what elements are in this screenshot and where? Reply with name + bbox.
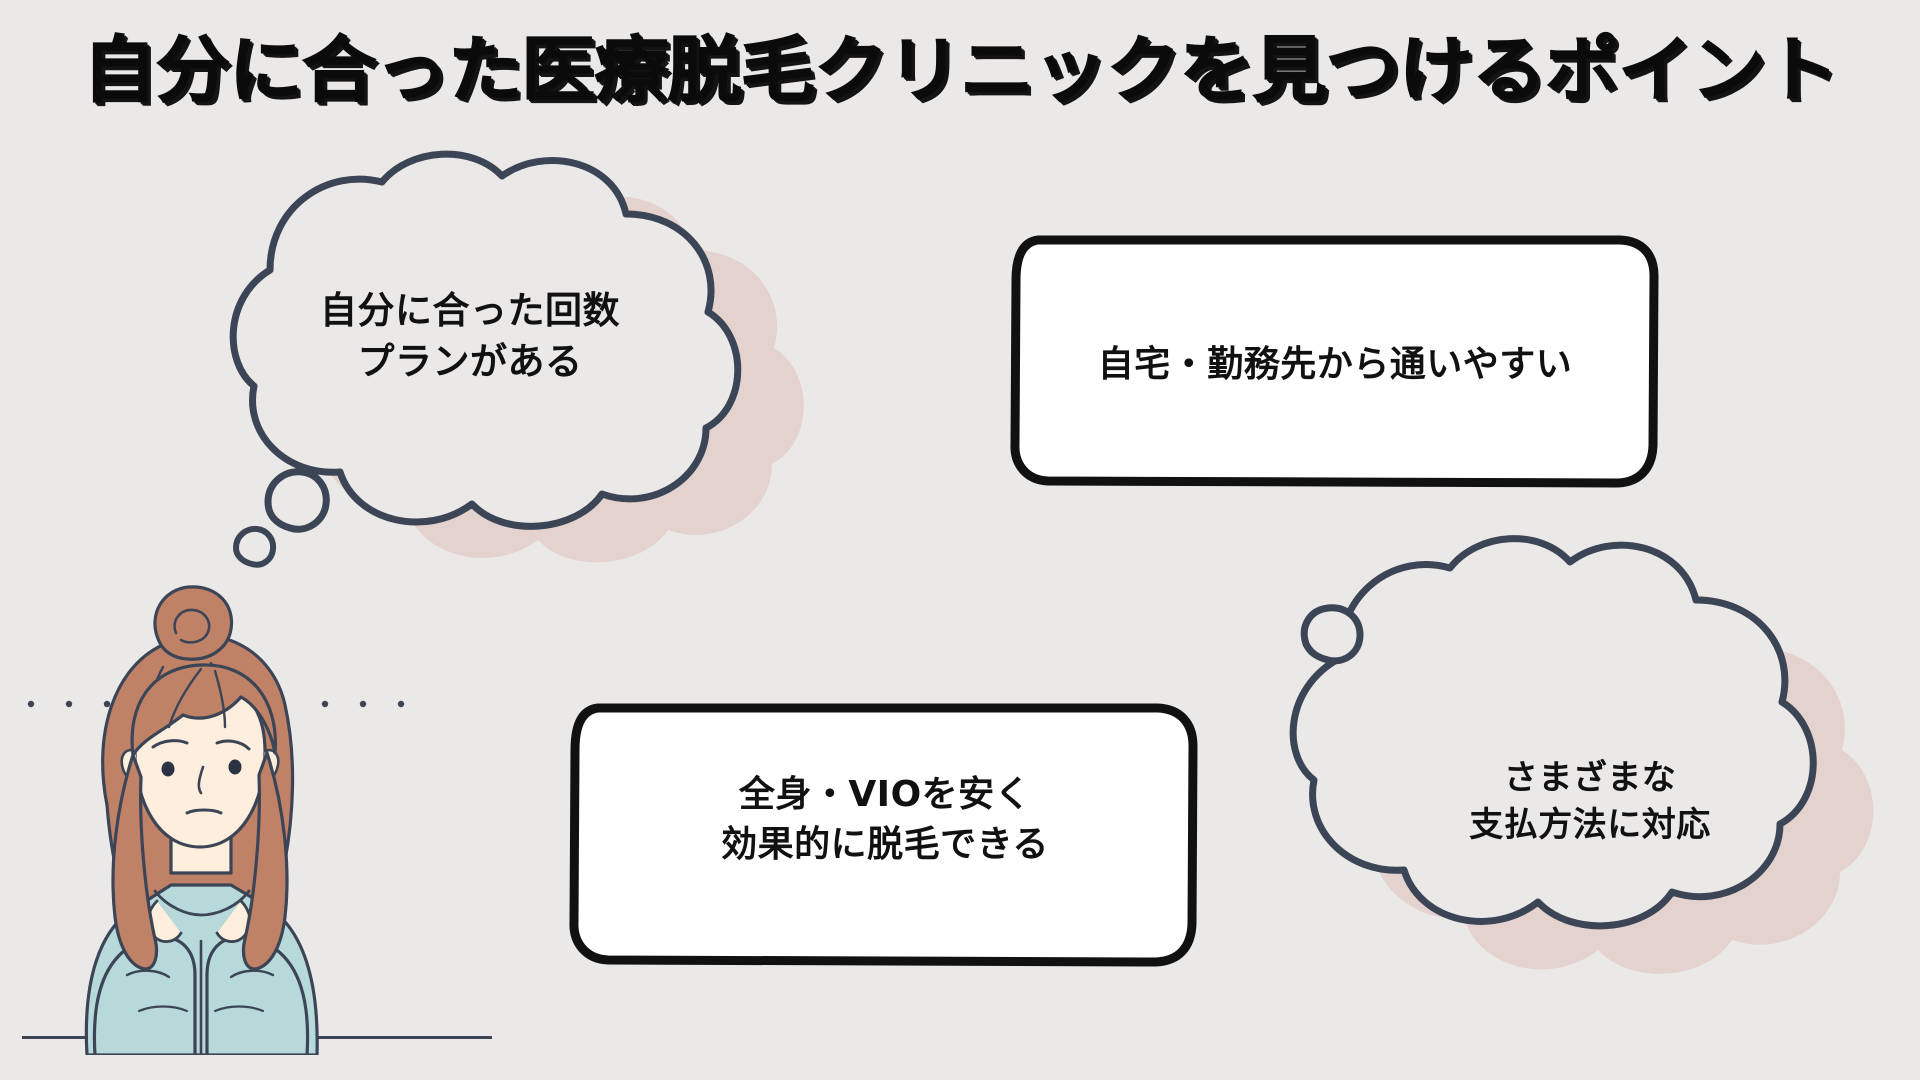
callout-box-price <box>568 700 1198 970</box>
thought-bubble-plan-count <box>150 150 870 580</box>
woman-figure <box>84 585 319 1057</box>
thought-cloud-shape-1 <box>229 150 804 568</box>
callout-box-access <box>1010 232 1660 490</box>
worried-woman-illustration <box>35 555 365 1057</box>
thought-cloud-shape-2 <box>1289 535 1874 974</box>
rounded-box-shape-1 <box>1010 235 1659 488</box>
thought-bubble-payment <box>1240 530 1920 1000</box>
page-title: 自分に合った医療脱毛クリニックを見つけるポイント <box>82 28 1839 112</box>
rounded-box-shape-2 <box>569 703 1198 967</box>
page-title-container: 自分に合った医療脱毛クリニックを見つけるポイント <box>0 28 1920 112</box>
